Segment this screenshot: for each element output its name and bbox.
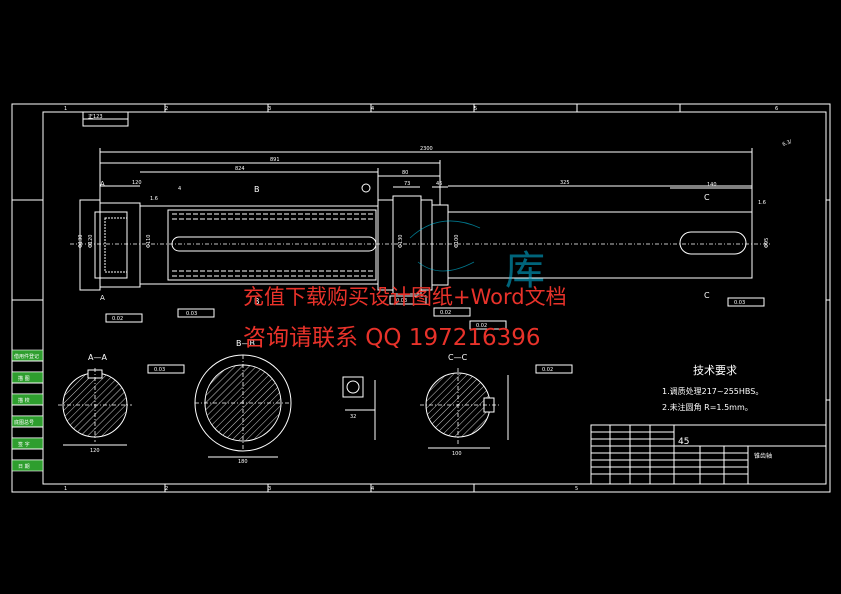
svg-text:Φ120: Φ120 <box>88 235 94 248</box>
zone-num: 5 <box>474 106 477 112</box>
dim-len-i: 140 <box>707 182 717 188</box>
dim-len-h: 4 <box>178 186 181 192</box>
tech-req-item: 1.调质处理217~255HBS。 <box>662 386 763 396</box>
zone-num: 5 <box>575 486 578 492</box>
stamp-borrow-register: 借用件登记 <box>14 353 39 360</box>
svg-text:0.03: 0.03 <box>154 367 165 373</box>
zone-num: 1 <box>64 106 67 112</box>
dim-len-f: 325 <box>560 180 570 186</box>
key-detail: 32 <box>342 376 376 440</box>
svg-text:0.02: 0.02 <box>542 367 553 373</box>
svg-text:0.02: 0.02 <box>440 310 451 316</box>
svg-text:0.03: 0.03 <box>396 298 407 304</box>
roughness-note: 6.3/ <box>782 139 793 148</box>
border-zones-top: 1 2 3 4 5 6 <box>64 104 778 112</box>
svg-text:Φ100: Φ100 <box>454 235 460 248</box>
svg-text:C: C <box>704 291 710 300</box>
svg-text:0.03: 0.03 <box>734 300 745 306</box>
stamp-base-number: 底图总号 <box>14 419 34 426</box>
svg-text:B—B: B—B <box>236 339 255 348</box>
section-cc: C—C 100 <box>420 353 509 457</box>
svg-text:32: 32 <box>350 414 356 420</box>
diameter-labels: Φ130 Φ120 Φ110 Φ130 Φ100 Φ95 1.6 1.6 <box>78 196 770 248</box>
svg-text:0.02: 0.02 <box>112 316 123 322</box>
svg-text:C—C: C—C <box>448 353 468 362</box>
svg-text:0.03: 0.03 <box>186 311 197 317</box>
left-stamp-column: 借用件登记 描 图 描 校 底图总号 签 字 日 期 <box>11 349 44 472</box>
svg-text:Φ110: Φ110 <box>146 235 152 248</box>
shaft-main-view <box>70 195 770 295</box>
dim-len-c: 80 <box>402 170 408 176</box>
section-markers: B B C C A A <box>100 180 710 306</box>
svg-text:B: B <box>254 185 260 194</box>
inner-frame <box>42 111 827 485</box>
dim-len-b: 824 <box>235 166 245 172</box>
zone-num: 3 <box>268 486 271 492</box>
svg-text:A: A <box>100 294 105 302</box>
watermark-line1: 充值下载购买设计图纸+Word文档 <box>243 285 567 309</box>
section-aa: A—A 120 <box>58 353 132 454</box>
svg-text:B: B <box>254 297 260 306</box>
svg-text:Φ130: Φ130 <box>398 235 404 248</box>
title-material: 45 <box>678 437 689 447</box>
zone-num: 4 <box>371 486 374 492</box>
dim-total-length: 2300 <box>420 146 433 152</box>
svg-text:180: 180 <box>238 459 248 465</box>
title-block: 45 锥齿轴 <box>590 424 827 485</box>
zone-num: 4 <box>371 106 374 112</box>
zone-num: 2 <box>165 106 168 112</box>
outer-frame <box>11 103 831 493</box>
svg-text:0.02: 0.02 <box>476 323 487 329</box>
stamp-check: 描 校 <box>18 397 30 404</box>
svg-text:正123: 正123 <box>88 114 103 120</box>
svg-text:A: A <box>100 180 105 188</box>
dim-len-g: 120 <box>132 180 142 186</box>
dim-len-a: 891 <box>270 157 280 163</box>
svg-text:1.6: 1.6 <box>758 200 766 206</box>
zone-num: 1 <box>64 486 67 492</box>
svg-text:100: 100 <box>452 451 462 457</box>
svg-text:Φ95: Φ95 <box>764 238 770 248</box>
tolerance-frames: 0.02 0.03 0.03 0.02 0.02 0.03 0.03 0.02 <box>105 295 765 374</box>
svg-text:A—A: A—A <box>88 353 107 362</box>
watermark-logo: 库 <box>409 220 545 294</box>
section-bb: B—B 180 <box>194 339 292 465</box>
zone-num: 6 <box>775 106 778 112</box>
stamp-date: 日 期 <box>18 464 30 470</box>
watermark-line2: 咨询请联系 QQ 197216396 <box>243 325 541 351</box>
tech-requirements: 技术要求 1.调质处理217~255HBS。 2.未注圆角 R=1.5mm。 <box>662 364 763 412</box>
svg-text:1.6: 1.6 <box>150 196 158 202</box>
svg-text:C: C <box>704 193 710 202</box>
dim-len-e: 46 <box>436 181 442 187</box>
svg-text:120: 120 <box>90 448 100 454</box>
title-part-name: 锥齿轴 <box>754 452 772 460</box>
svg-text:Φ130: Φ130 <box>78 235 84 248</box>
border-zones-bottom: 1 2 3 4 5 <box>64 484 578 492</box>
top-dimensions: 2300 891 824 80 73 46 325 140 120 4 <box>99 146 753 220</box>
zone-num: 3 <box>268 106 271 112</box>
zone-num: 2 <box>165 486 168 492</box>
watermark-logo-text: 库 <box>505 248 545 294</box>
tech-req-title: 技术要求 <box>693 364 737 377</box>
tech-req-item: 2.未注圆角 R=1.5mm。 <box>662 402 753 412</box>
dim-len-d: 73 <box>404 181 410 187</box>
corner-stamp: 正123 <box>82 111 129 127</box>
stamp-sign: 签 字 <box>18 441 30 448</box>
stamp-trace: 描 图 <box>18 375 30 382</box>
